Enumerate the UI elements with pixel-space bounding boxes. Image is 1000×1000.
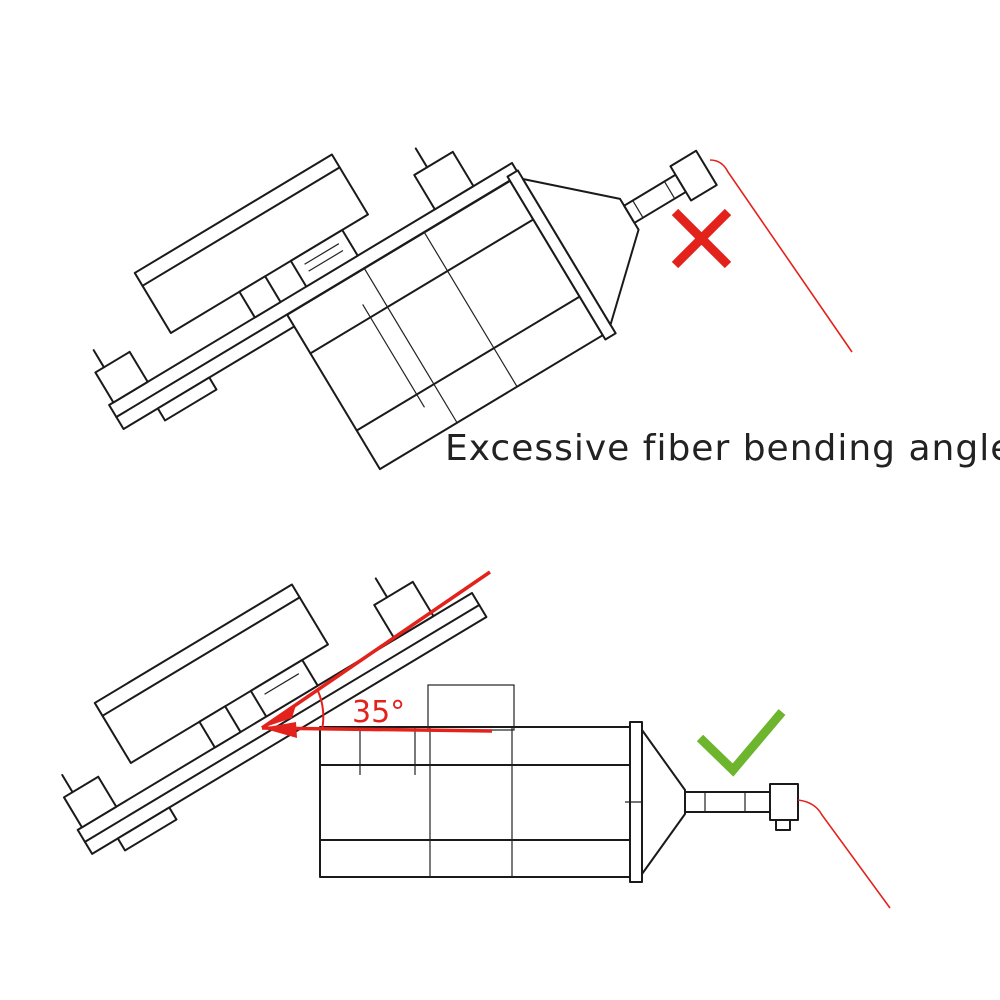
angle-label: 35° bbox=[352, 695, 405, 730]
mount-plate-bottom bbox=[61, 577, 488, 855]
correct-mounting-assembly: 35° bbox=[61, 570, 891, 909]
incorrect-mounting-assembly bbox=[92, 147, 853, 471]
laser-head-top bbox=[286, 149, 718, 471]
fiber-line-top bbox=[709, 159, 853, 353]
warning-caption: Excessive fiber bending angle bbox=[445, 428, 1000, 469]
check-icon bbox=[696, 709, 786, 777]
cross-icon bbox=[671, 208, 732, 269]
fiber-line-bottom bbox=[797, 799, 891, 909]
angle-indicator: 35° bbox=[261, 570, 493, 738]
laser-head-bottom bbox=[319, 684, 799, 883]
